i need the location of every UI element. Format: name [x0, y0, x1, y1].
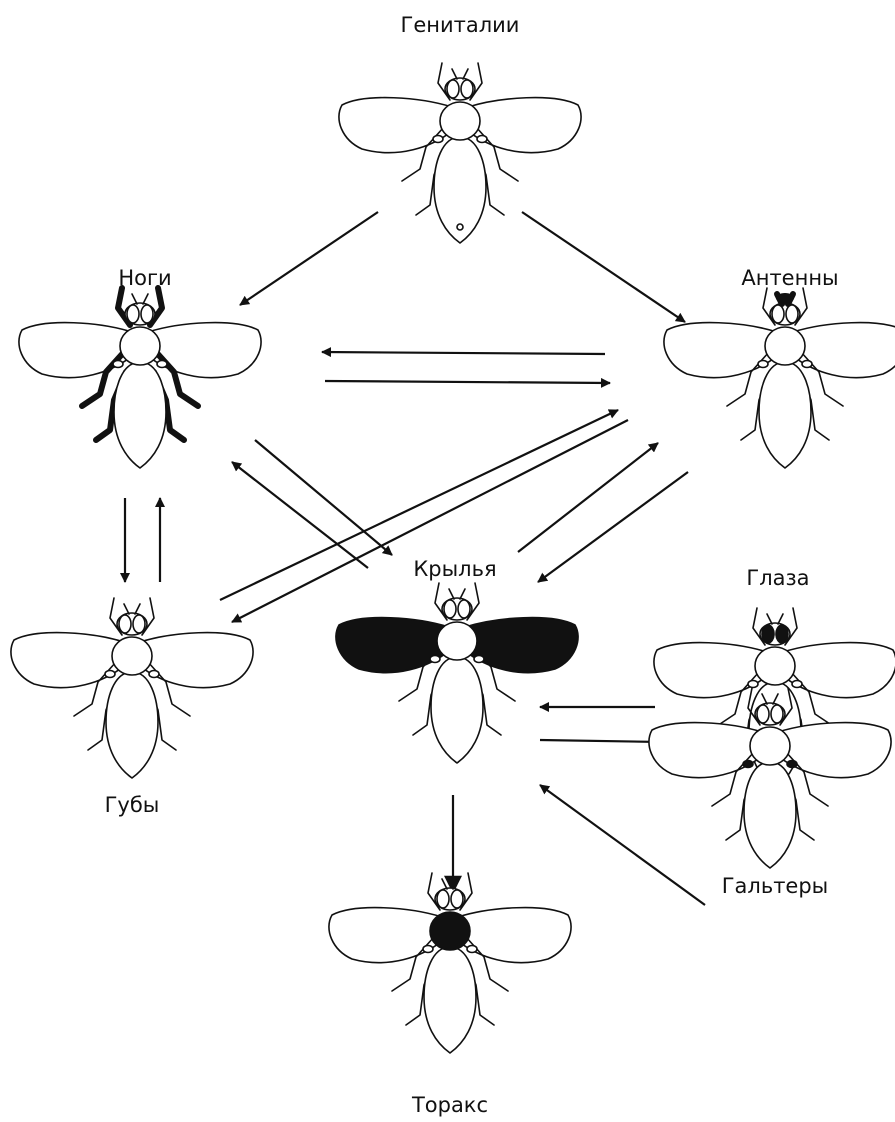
haltere-left: [105, 671, 115, 678]
fly-labium: [11, 598, 253, 778]
haltere-left: [758, 361, 768, 368]
eye-left: [127, 305, 139, 323]
fly-genitalia: [339, 63, 581, 243]
right-wing: [783, 643, 895, 698]
label-halteres: Гальтеры: [722, 874, 829, 898]
label-legs: Ноги: [118, 266, 171, 290]
label-labium: Губы: [105, 793, 160, 817]
eye-left: [437, 890, 449, 908]
abdomen: [431, 657, 483, 763]
thorax: [437, 622, 477, 660]
eye-left: [119, 615, 131, 633]
eye-left: [447, 80, 459, 98]
right-wing: [140, 633, 253, 688]
haltere-right: [787, 761, 797, 768]
eye-right: [771, 705, 783, 723]
eye-right: [133, 615, 145, 633]
thorax: [765, 327, 805, 365]
haltere-right: [157, 361, 167, 368]
thorax: [112, 637, 152, 675]
right-wing: [148, 323, 261, 378]
left-wing: [649, 723, 762, 778]
eye-left: [444, 600, 456, 618]
antennae-mark: [776, 293, 794, 303]
thorax: [755, 647, 795, 685]
eye-right: [458, 600, 470, 618]
left-wing: [336, 618, 449, 673]
eye-left: [772, 305, 784, 323]
arrow-legs-to-wings: [255, 440, 392, 555]
haltere-left: [423, 946, 433, 953]
eye-right: [451, 890, 463, 908]
label-antennae: Антенны: [741, 266, 838, 290]
right-wing: [458, 908, 571, 963]
right-wing: [468, 98, 581, 153]
arrow-legs-to-antennae: [325, 381, 610, 383]
eye-right: [776, 625, 788, 643]
haltere-left: [113, 361, 123, 368]
arrow-genitalia-to-legs: [240, 212, 378, 305]
arrow-wings-to-eyes: [540, 740, 662, 742]
haltere-right: [467, 946, 477, 953]
haltere-right: [792, 681, 802, 688]
arrow-wings-to-antennae: [518, 443, 658, 552]
arrow-antennae-to-wings: [538, 472, 688, 582]
haltere-right: [477, 136, 487, 143]
eye-left: [762, 625, 774, 643]
eye-right: [461, 80, 473, 98]
right-wing: [465, 618, 578, 673]
thorax: [430, 912, 470, 950]
abdomen: [759, 362, 811, 468]
haltere-left: [743, 761, 753, 768]
abdomen: [114, 362, 166, 468]
arrow-antennae-to-labium: [232, 420, 628, 622]
haltere-right: [474, 656, 484, 663]
fly-halteres: [649, 688, 891, 868]
fly-legs: [19, 288, 261, 468]
left-wing: [329, 908, 442, 963]
label-genitalia: Гениталии: [401, 13, 520, 37]
arrow-antennae-to-legs: [322, 352, 605, 354]
label-thorax: Торакс: [411, 1093, 488, 1117]
arrow-genitalia-to-antennae: [522, 212, 685, 322]
label-eyes: Глаза: [746, 566, 809, 590]
fly-antennae: [664, 288, 895, 468]
left-wing: [19, 323, 132, 378]
haltere-left: [748, 681, 758, 688]
eye-right: [141, 305, 153, 323]
genitalia-mark: [457, 224, 463, 230]
fly-wings: [336, 583, 578, 763]
haltere-right: [802, 361, 812, 368]
left-wing: [339, 98, 452, 153]
fly-thorax: [329, 873, 571, 1053]
left-wing: [654, 643, 767, 698]
right-wing: [793, 323, 895, 378]
haltere-left: [430, 656, 440, 663]
left-wing: [11, 633, 124, 688]
thorax: [750, 727, 790, 765]
abdomen: [424, 947, 476, 1053]
thorax: [440, 102, 480, 140]
left-wing: [664, 323, 777, 378]
haltere-right: [149, 671, 159, 678]
abdomen: [106, 672, 158, 778]
eye-left: [757, 705, 769, 723]
eye-right: [786, 305, 798, 323]
haltere-left: [433, 136, 443, 143]
label-wings: Крылья: [413, 557, 496, 581]
right-wing: [778, 723, 891, 778]
abdomen: [744, 762, 796, 868]
thorax: [120, 327, 160, 365]
arrow-halteres-to-wings: [540, 785, 705, 905]
